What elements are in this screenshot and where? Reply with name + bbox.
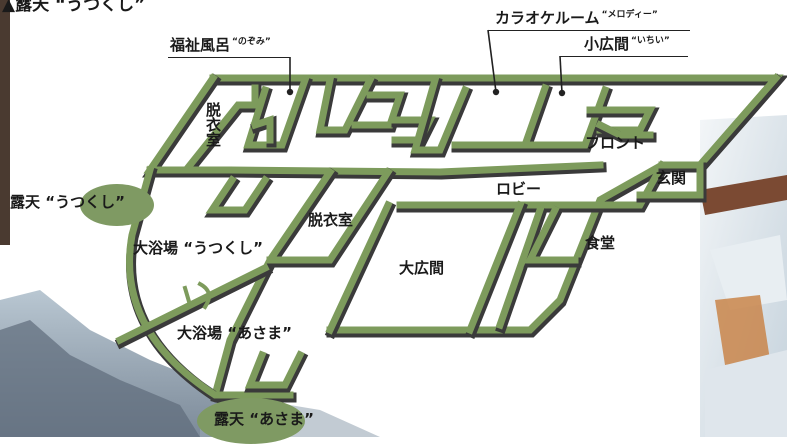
bath-arch-marker: [182, 281, 211, 310]
outer-wall-right: [695, 73, 781, 170]
stall-top: [205, 175, 270, 214]
leader-family-bath-dot: [286, 88, 294, 96]
leader-karaoke-dot: [492, 88, 500, 96]
stall-bottom: [244, 350, 305, 389]
corridor-lobby: [396, 160, 667, 209]
hall-wall-2: [451, 83, 550, 149]
karaoke-room: [315, 75, 375, 134]
room-dining: 食堂: [585, 234, 616, 252]
room-dressing-mid: 脱衣室: [308, 211, 354, 229]
entrance-box: [636, 161, 704, 199]
hall-wall-1: [410, 75, 470, 154]
room-front: フロント: [585, 134, 646, 152]
main-hall-left: [325, 200, 393, 335]
callout-karaoke: カラオケルーム“メロディー”: [495, 9, 658, 27]
dining-inner: [524, 205, 579, 264]
leader-small-hall-dot: [558, 89, 566, 97]
dressing-mid-walls: [266, 167, 393, 264]
center-wall: [210, 167, 335, 400]
outdoor-utsukushi-label: 露天 “うつくし”: [10, 193, 125, 211]
outdoor-asama-label: 露天 “あさま”: [214, 410, 314, 428]
page-title: ▲露天 “うつくし”: [2, 0, 145, 14]
callout-small-hall: 小広間“いちい”: [584, 35, 670, 53]
callout-karaoke-rule: [488, 30, 690, 31]
leader-karaoke: [487, 29, 497, 93]
bath-divider: [115, 263, 270, 345]
outdoor-asama-oval: [197, 398, 305, 444]
room-lobby: ロビー: [496, 180, 542, 198]
title-marker-icon: ▲: [2, 0, 16, 15]
room-bath-utsukushi: 大浴場 “うつくし”: [133, 239, 263, 257]
room-dressing-top: 脱衣室: [204, 102, 222, 147]
room-bath-asama: 大浴場 “あさま”: [177, 324, 292, 342]
callout-small-hall-rule: [560, 56, 688, 57]
callout-family-bath: 福祉風呂“のぞみ”: [170, 36, 271, 54]
leader-small-hall: [559, 55, 563, 94]
room-entrance: 玄関: [656, 169, 687, 187]
dining-walls-2: [495, 205, 545, 330]
corridor-top: [146, 161, 604, 176]
bath-curve: [126, 165, 294, 399]
small-room-a: [351, 91, 405, 129]
bath-cluster-a: [250, 115, 274, 144]
front-partition: [586, 106, 656, 134]
dressing-top-wall: [143, 73, 259, 174]
room-main-hall: 大広間: [399, 259, 445, 277]
photo-left-strip: [0, 0, 10, 245]
dining-walls: [465, 200, 525, 335]
callout-family-bath-rule: [168, 57, 290, 58]
front-desk: [595, 120, 654, 139]
title-text: 露天 “うつくし”: [15, 0, 146, 15]
family-bath-wall: [243, 75, 310, 149]
outdoor-utsukushi-oval: [80, 184, 154, 226]
